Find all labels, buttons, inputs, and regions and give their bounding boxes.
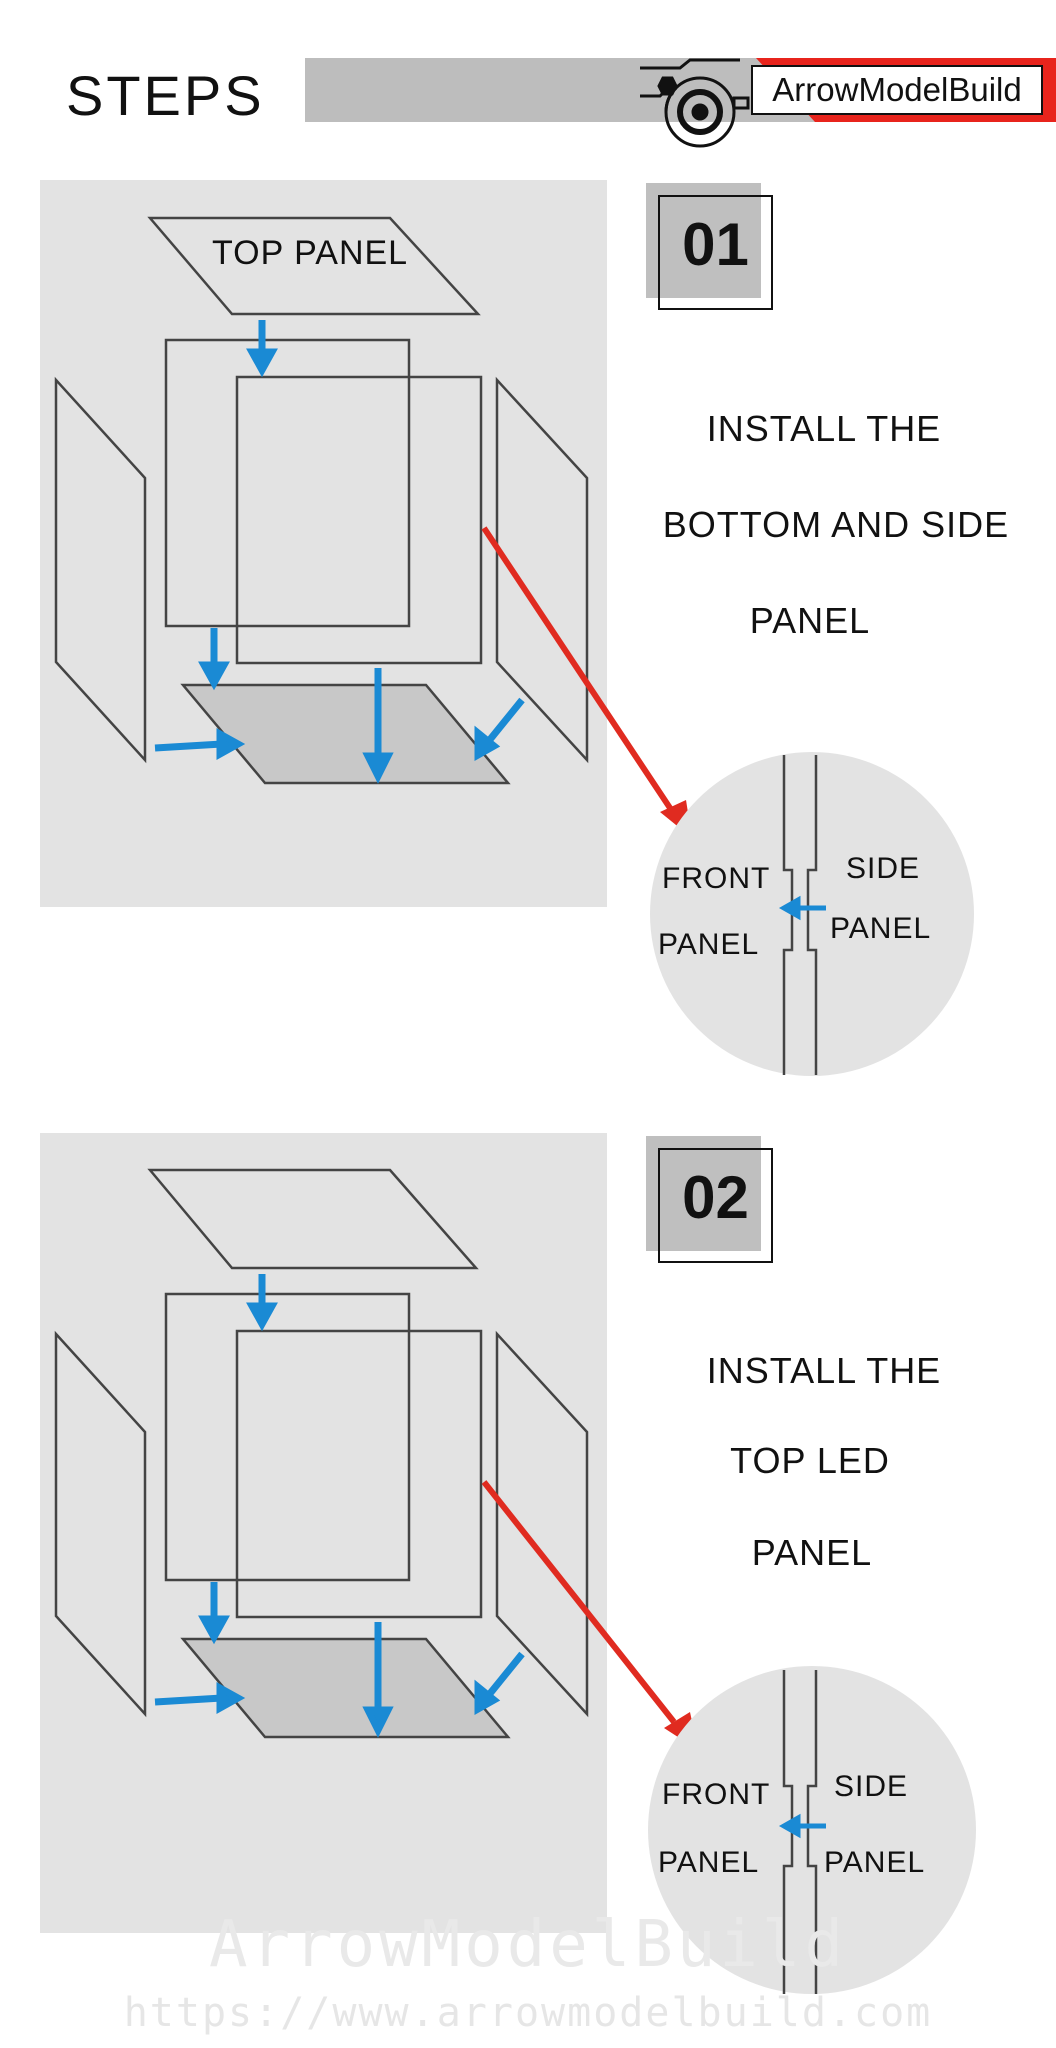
step2-diagram-bg	[40, 1133, 607, 1933]
gear-logo-icon	[640, 58, 750, 148]
step1-detail-circle	[650, 752, 974, 1076]
step1-side-label-2: PANEL	[830, 912, 932, 945]
bottom-panel-shape	[180, 683, 511, 785]
step1-number-box	[646, 183, 761, 298]
step2-instruction-line1: INSTALL THE	[706, 1350, 942, 1391]
page-title: STEPS	[66, 64, 265, 127]
left-panel-shape	[54, 1330, 147, 1718]
step1-side-label-1: SIDE	[846, 852, 921, 885]
step2-front-label-1: FRONT	[662, 1778, 771, 1811]
step1-front-label-1: FRONT	[662, 862, 771, 895]
top-led-panel-shape	[147, 1168, 479, 1270]
back-panel-shape	[164, 338, 411, 628]
watermark-url: https://www.arrowmodelbuild.com	[123, 1990, 933, 2036]
back-panel-shape	[164, 1292, 411, 1582]
brand-box	[751, 65, 1043, 115]
step1-front-label-2: PANEL	[658, 928, 760, 961]
bottom-panel-shape	[180, 1637, 511, 1739]
step2-side-label-2: PANEL	[824, 1846, 926, 1879]
watermark-brand: ArrowModelBuild	[209, 1908, 847, 1982]
step1-instruction-line1: INSTALL THE	[706, 408, 942, 449]
top-panel-shape	[147, 216, 481, 316]
step2-side-label-1: SIDE	[834, 1770, 909, 1803]
step2-number-box	[646, 1136, 761, 1251]
left-panel-shape	[54, 376, 147, 764]
step1-number-frame	[658, 195, 773, 310]
step2-number: 02	[682, 1164, 749, 1231]
step1-diagram-bg	[40, 180, 607, 907]
step2-front-label-2: PANEL	[658, 1846, 760, 1879]
step1-number: 01	[682, 211, 749, 278]
right-panel-shape	[495, 376, 589, 764]
top-panel-label: TOP PANEL	[212, 234, 409, 272]
brand-name: ArrowModelBuild	[772, 71, 1022, 108]
step2-detail-circle	[648, 1666, 976, 1994]
step2-instruction-line2: TOP LED	[730, 1440, 890, 1481]
right-panel-shape	[495, 1330, 589, 1718]
step2-instruction-line3: PANEL	[751, 1532, 873, 1573]
front-panel-shape	[235, 375, 483, 665]
step1-instruction-line2: BOTTOM AND SIDE	[662, 504, 1010, 545]
step1-instruction-line3: PANEL	[749, 600, 871, 641]
front-panel-shape	[235, 1329, 483, 1619]
step2-number-frame	[658, 1148, 773, 1263]
